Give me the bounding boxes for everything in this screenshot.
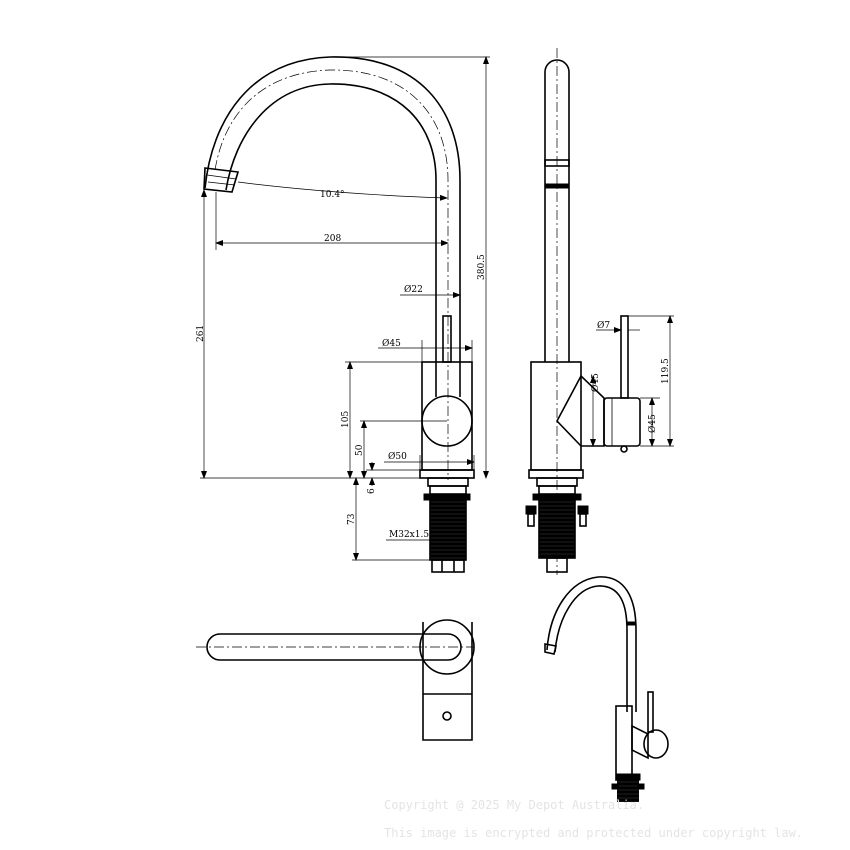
dim-lever-axis: 50 xyxy=(355,444,365,456)
top-spout xyxy=(206,633,462,661)
dim-base-dia: Ø50 xyxy=(388,451,407,462)
spout-outer xyxy=(204,56,461,362)
body-rect xyxy=(421,361,473,471)
isometric-view xyxy=(544,576,669,802)
threaded-shank xyxy=(430,500,466,560)
side-threaded-shank xyxy=(539,500,575,558)
iso-lever-boss xyxy=(643,729,669,759)
watermark-copyright: Copyright @ 2025 My Depot Australia. xyxy=(384,798,645,812)
dim-spout-dia: Ø22 xyxy=(404,284,423,295)
side-spout xyxy=(544,59,570,362)
dim-body-dia: Ø45 xyxy=(382,338,401,349)
top-screw-hole xyxy=(442,711,452,721)
iso-threaded-shank xyxy=(617,780,639,802)
dim-angle: 10.4° xyxy=(320,190,345,200)
dim-boss-dia: Ø45 xyxy=(647,414,658,433)
dim-reach: 208 xyxy=(324,234,341,244)
dim-handle-dia: Ø7 xyxy=(597,320,610,331)
dim-shank-len: 73 xyxy=(347,513,357,525)
hose-tails xyxy=(431,559,465,573)
dim-thread: M32x1.5 xyxy=(389,530,429,540)
iso-spout-outer xyxy=(546,576,637,712)
dim-body-height: 105 xyxy=(341,411,351,428)
side-handle-rod xyxy=(620,315,629,399)
dim-height-total: 380.5 xyxy=(477,254,487,280)
nut xyxy=(423,493,471,501)
dim-handle-height: 119.5 xyxy=(661,358,671,384)
spout-tip xyxy=(203,167,240,193)
iso-spout-inner xyxy=(554,585,628,712)
handle-rod xyxy=(442,315,452,363)
spout-inner xyxy=(225,83,437,362)
dim-base-thk: 6 xyxy=(367,488,377,494)
side-view: Ø7 Ø45 Ø45 119.5 xyxy=(525,48,674,575)
watermark-notice: This image is encrypted and protected un… xyxy=(384,826,804,840)
side-lever-boss xyxy=(603,397,641,447)
dim-lever-boss-dia: Ø45 xyxy=(590,373,601,392)
base-plate xyxy=(419,469,475,479)
side-body xyxy=(530,361,582,471)
spout-centerline xyxy=(214,69,449,480)
top-body-circle xyxy=(419,619,475,675)
dim-spout-height: 261 xyxy=(196,325,206,342)
front-view: 380.5 10.4° 208 261 Ø22 Ø45 105 50 Ø50 xyxy=(196,56,490,573)
top-view xyxy=(196,619,475,741)
